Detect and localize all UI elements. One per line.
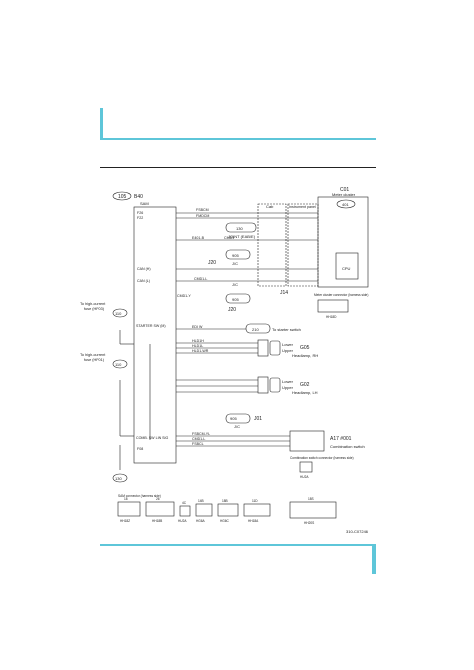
conn-2-pins: 26 bbox=[156, 497, 160, 501]
conn-2-code: HH18B bbox=[152, 519, 162, 523]
conn-6-pins: 11D bbox=[252, 499, 258, 503]
meter-cluster-block bbox=[317, 196, 369, 288]
starter-label: To starter switch bbox=[272, 327, 301, 332]
hf03-text1: To high-current bbox=[80, 302, 106, 306]
conn-4-pins: 14B bbox=[198, 499, 204, 503]
wire-fsbcm: FSBCM bbox=[196, 208, 209, 212]
lh-label: Headlamp, LH bbox=[292, 390, 318, 395]
wire-fmdcm: FMDCM bbox=[196, 214, 209, 218]
conn-4-code: HG6A bbox=[196, 519, 206, 523]
header-tab bbox=[100, 108, 103, 140]
sam-connector-note: SAM connector (harness side) bbox=[118, 494, 161, 498]
combo-code: A17 #001 bbox=[330, 436, 352, 442]
hf01-text1: To high-current bbox=[80, 353, 106, 357]
jc-lower-label: J/C bbox=[232, 282, 238, 287]
joint-label: JOINT (EAB/E) bbox=[228, 234, 256, 239]
conn-7-code: HH20S bbox=[304, 521, 314, 525]
ip-label: Instrument panel bbox=[289, 205, 316, 209]
cpu-label: CPU bbox=[342, 266, 351, 271]
j14-label: J14 bbox=[280, 290, 288, 296]
combo-label: Combination switch bbox=[330, 444, 365, 449]
wire-can-h: CMD1-Y bbox=[177, 294, 191, 298]
combo-connector-code: HU2A bbox=[300, 475, 309, 479]
sam-block bbox=[133, 206, 177, 464]
figure-id: 310-C07246 bbox=[346, 529, 369, 534]
jc-upper-code: J20 bbox=[208, 260, 216, 266]
wire-cmd1l-2: CMD1-L bbox=[192, 437, 205, 441]
cpu-block bbox=[335, 252, 359, 280]
wire-cmd1: CMD1 bbox=[224, 236, 234, 240]
footer-rule bbox=[100, 544, 376, 546]
wire-fsbcm-yl: FSBCM-YL bbox=[192, 432, 210, 436]
pin-canl: CAN (L) bbox=[137, 279, 150, 283]
wire-cmd1l: CMD1-L bbox=[194, 277, 207, 281]
j01-code: J01 bbox=[254, 416, 262, 422]
cab-label: Cab bbox=[266, 204, 274, 209]
ground-ref: 130 bbox=[115, 476, 122, 481]
sam-ref: 105 bbox=[118, 194, 127, 200]
meter-label: Meter cluster bbox=[332, 192, 356, 197]
pin-f22: F22 bbox=[137, 216, 143, 220]
pin-comb: COMB. SW LIN SIG bbox=[136, 436, 169, 440]
jc-lower-code: J20 bbox=[228, 307, 236, 313]
wire-fsbcl: FSBCL bbox=[192, 442, 204, 446]
conn-3-pins: 4C bbox=[182, 501, 187, 505]
sam-code: B40 bbox=[134, 194, 143, 200]
wire-hld1wr: HLD1-WR bbox=[192, 349, 209, 353]
sam-label: SAM bbox=[140, 201, 149, 206]
pin-f08: F08 bbox=[137, 447, 143, 451]
conn-3-code: HU2A bbox=[178, 519, 187, 523]
hf03-text2: fuse (HF03) bbox=[84, 307, 105, 311]
rh-lower: Lower bbox=[282, 342, 294, 347]
section-rule bbox=[100, 167, 376, 168]
conn-5-code: HG6C bbox=[220, 519, 230, 523]
conn-7-pins: 18S bbox=[308, 497, 314, 501]
rh-code: G05 bbox=[300, 345, 310, 351]
rh-label: Headlamp, RH bbox=[292, 353, 318, 358]
pin-starter: STARTER SW (M) bbox=[136, 324, 166, 328]
header-rule bbox=[100, 138, 376, 140]
pin-f26: F26 bbox=[137, 211, 143, 215]
wire-hld1h: HLD1H bbox=[192, 339, 204, 343]
j01-label: J/C bbox=[234, 424, 240, 429]
lh-lower: Lower bbox=[282, 379, 294, 384]
jc-upper-ref: 905 bbox=[232, 253, 239, 258]
starter-ref: 210 bbox=[252, 327, 259, 332]
pin-canh: CAN (H) bbox=[137, 267, 151, 271]
jc-lower-ref: 905 bbox=[232, 297, 239, 302]
rh-upper: Upper bbox=[282, 348, 294, 353]
lh-upper: Upper bbox=[282, 385, 294, 390]
hf01-ref: 110 bbox=[115, 362, 122, 367]
combo-connector-note: Combination switch connector (harness si… bbox=[290, 456, 354, 460]
conn-1-pins: 18 bbox=[124, 497, 128, 501]
hf03-ref: 110 bbox=[115, 311, 122, 316]
wire-edi: EDI W bbox=[192, 325, 203, 329]
conn-6-code: HH18A bbox=[248, 519, 259, 523]
joint-ref: 130 bbox=[236, 226, 243, 231]
lh-code: G02 bbox=[300, 382, 310, 388]
meter-code: C01 bbox=[340, 187, 349, 193]
j01-ref: 905 bbox=[230, 416, 237, 421]
footer-tab bbox=[372, 544, 376, 574]
wire-e401: E401-B bbox=[192, 236, 205, 240]
conn-1-code: HH18Z bbox=[120, 519, 130, 523]
wire-hld1l: HLD1L bbox=[192, 344, 203, 348]
meter-connector-note: Meter cluster connector (harness side) bbox=[314, 293, 368, 297]
conn-5-pins: 18B bbox=[222, 499, 228, 503]
meter-ref: 401 bbox=[342, 202, 349, 207]
jc-upper-label: J/C bbox=[232, 261, 238, 266]
meter-connector-code: HH18D bbox=[326, 315, 337, 319]
hf01-text2: fuse (HF01) bbox=[84, 358, 105, 362]
